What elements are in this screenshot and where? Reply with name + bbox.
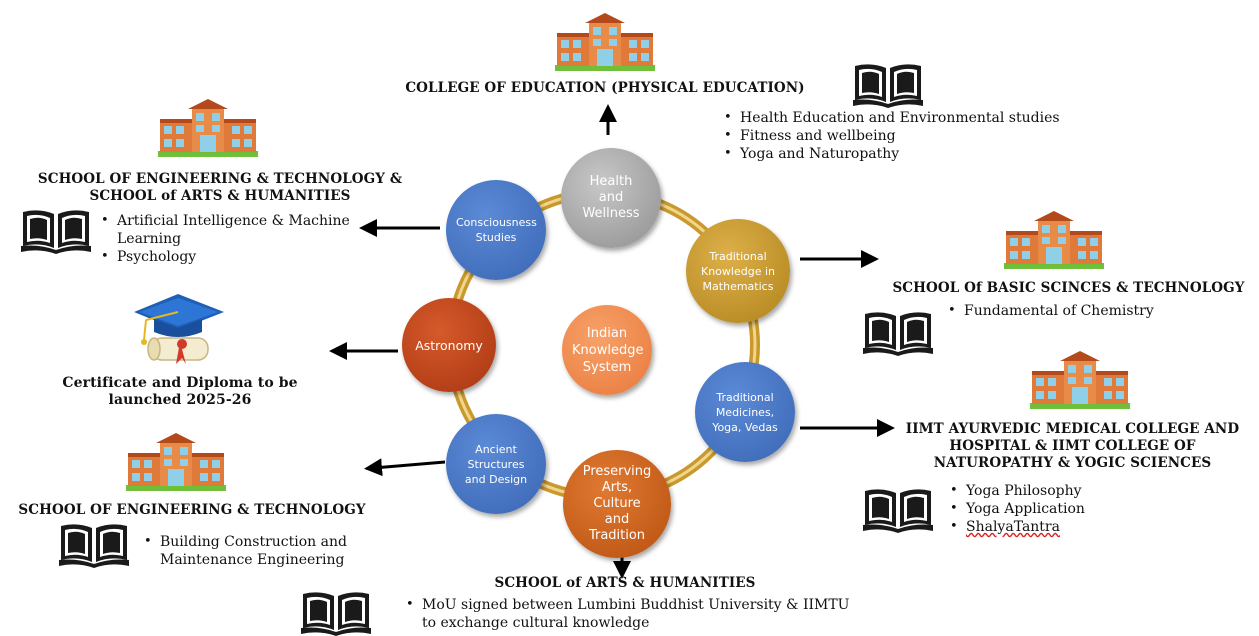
node-astronomy-label: Astronomy <box>415 337 483 353</box>
arrow-to-engineering <box>364 458 446 477</box>
building-icon <box>1030 351 1130 409</box>
node-health-wellness-label: Health and Wellness <box>582 174 640 221</box>
ayurvedic-title-line2: HOSPITAL & IIMT COLLEGE OF <box>949 438 1196 454</box>
list-item: Artificial Intelligence & Machine Learni… <box>101 212 387 248</box>
book-icon <box>853 64 923 108</box>
engineering-list: Building Construction and Maintenance En… <box>142 533 400 569</box>
node-traditional-mathematics: Traditional Knowledge in Mathematics <box>686 219 790 323</box>
node-ancient-structures: Ancient Structures and Design <box>446 414 546 514</box>
certificate-title-line2: launched 2025-26 <box>108 392 252 408</box>
list-item: Yoga Philosophy <box>950 482 1166 500</box>
physical-education-title: COLLEGE OF EDUCATION (PHYSICAL EDUCATION… <box>405 80 805 96</box>
list-item: Health Education and Environmental studi… <box>724 109 1060 127</box>
building-icon <box>1004 211 1104 269</box>
eng-arts-title-line2: SCHOOL of ARTS & HUMANITIES <box>89 188 351 204</box>
list-item: Yoga and Naturopathy <box>724 145 1060 163</box>
engineering-title: SCHOOL OF ENGINEERING & TECHNOLOGY <box>18 502 366 518</box>
book-icon <box>21 210 91 254</box>
list-item: Psychology <box>101 248 387 266</box>
building-icon <box>126 433 226 491</box>
list-item: MoU signed between Lumbini Buddhist Univ… <box>406 596 862 632</box>
node-ancient-structures-label: Ancient Structures and Design <box>464 442 528 486</box>
eng-arts-title: SCHOOL OF ENGINEERING & TECHNOLOGY & SCH… <box>20 171 420 205</box>
arts-humanities-title: SCHOOL of ARTS & HUMANITIES <box>494 575 756 591</box>
center-node: Indian Knowledge System <box>562 305 652 395</box>
book-icon <box>863 489 933 533</box>
book-icon <box>59 524 129 568</box>
basic-sciences-title: SCHOOL Of BASIC SCINCES & TECHNOLOGY <box>892 280 1245 296</box>
node-consciousness-studies-label: Consciousness Studies <box>456 216 537 244</box>
book-icon <box>863 312 933 356</box>
building-icon <box>555 13 655 71</box>
graduation-cap-icon <box>134 294 224 364</box>
node-health-wellness: Health and Wellness <box>561 148 661 248</box>
center-node-label: Indian Knowledge System <box>572 325 644 375</box>
arts-humanities-list: MoU signed between Lumbini Buddhist Univ… <box>404 596 862 632</box>
ayurvedic-title-line3: NATUROPATHY & YOGIC SCIENCES <box>933 455 1212 471</box>
ayurvedic-title: IIMT AYURVEDIC MEDICAL COLLEGE AND HOSPI… <box>886 421 1259 472</box>
basic-sciences-list: Fundamental of Chemistry <box>946 302 1224 320</box>
node-preserving-arts-label: Preserving Arts, Culture and Tradition <box>582 464 652 543</box>
certificate-title-line1: Certificate and Diploma to be <box>62 375 298 391</box>
building-icon <box>158 99 258 157</box>
book-icon <box>301 592 371 636</box>
node-traditional-mathematics-label: Traditional Knowledge in Mathematics <box>701 249 775 293</box>
eng-arts-title-line1: SCHOOL OF ENGINEERING & TECHNOLOGY & <box>37 171 403 187</box>
node-preserving-arts: Preserving Arts, Culture and Tradition <box>563 450 671 558</box>
node-consciousness-studies: Consciousness Studies <box>446 180 546 280</box>
ayurvedic-list: Yoga Philosophy Yoga Application ShalyaT… <box>948 482 1166 536</box>
eng-arts-list: Artificial Intelligence & Machine Learni… <box>99 212 387 266</box>
list-item: Fundamental of Chemistry <box>948 302 1224 320</box>
list-item: Fitness and wellbeing <box>724 127 1060 145</box>
node-traditional-medicines: Traditional Medicines, Yoga, Vedas <box>695 362 795 462</box>
list-item: Yoga Application <box>950 500 1166 518</box>
list-item: ShalyaTantra <box>950 518 1166 536</box>
physical-education-list: Health Education and Environmental studi… <box>722 109 1060 163</box>
list-item: Building Construction and Maintenance En… <box>144 533 400 569</box>
certificate-title: Certificate and Diploma to be launched 2… <box>40 375 320 409</box>
node-astronomy: Astronomy <box>402 298 496 392</box>
node-traditional-medicines-label: Traditional Medicines, Yoga, Vedas <box>712 390 778 434</box>
ayurvedic-title-line1: IIMT AYURVEDIC MEDICAL COLLEGE AND <box>905 421 1240 437</box>
